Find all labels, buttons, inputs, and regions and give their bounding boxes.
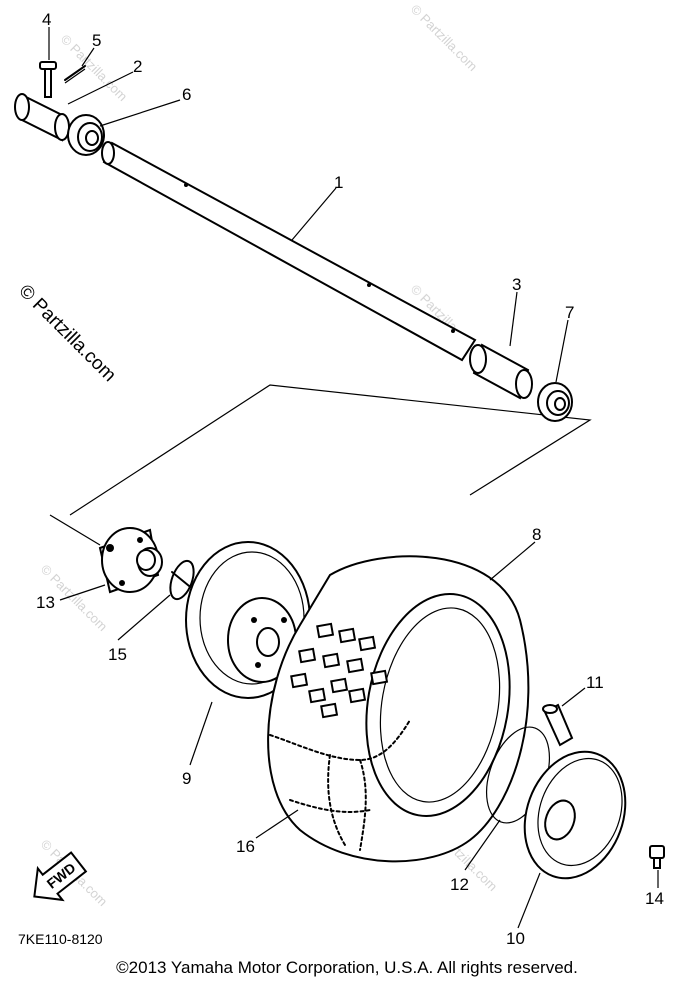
callout-9: 9 [182, 769, 191, 788]
callout-1: 1 [334, 173, 343, 192]
callout-10: 10 [506, 929, 525, 948]
callout-4: 4 [42, 10, 51, 29]
collar-part-2 [14, 93, 70, 142]
callout-11: 11 [586, 673, 604, 692]
bearing-part-7 [537, 382, 573, 422]
tire-tread-blocks [290, 622, 389, 719]
watermark-text: © Partzilla.com [408, 2, 481, 75]
callout-labels: 4 5 2 6 1 3 7 8 11 13 15 9 16 12 10 14 [36, 10, 664, 948]
callout-15: 15 [108, 645, 127, 664]
lock-pin-part-15 [169, 559, 195, 601]
diagram-code: 7KE110-8120 [18, 931, 103, 947]
assembly-boundary-line [69, 384, 592, 516]
cotter-pin-part-5 [64, 65, 86, 81]
callout-6: 6 [182, 85, 191, 104]
bolt-part-4 [39, 61, 57, 98]
valve-part-11 [542, 703, 574, 747]
callout-13: 13 [36, 593, 55, 612]
bolt-part-14 [649, 845, 665, 869]
bearing-part-6 [67, 114, 105, 156]
collar-part-3 [469, 343, 533, 400]
hub-part-13 [98, 527, 163, 594]
callout-16: 16 [236, 837, 255, 856]
callout-8: 8 [532, 525, 541, 544]
callout-2: 2 [133, 57, 142, 76]
leader-lines [48, 27, 659, 929]
callout-12: 12 [450, 875, 469, 894]
watermark-large: © Partzilla.com [14, 281, 119, 386]
tire-part-8 [267, 555, 530, 863]
callout-3: 3 [512, 275, 521, 294]
axle-shaft-part-1 [101, 141, 477, 362]
wheel-inner-part-9 [185, 541, 311, 699]
copyright-notice: ©2013 Yamaha Motor Corporation, U.S.A. A… [116, 958, 578, 977]
callout-5: 5 [92, 31, 101, 50]
callout-14: 14 [645, 889, 664, 908]
wheel-outer-part-10 [523, 750, 627, 880]
assembly-boundary-line [49, 514, 101, 546]
tire-chain-part-16 [269, 719, 411, 851]
callout-7: 7 [565, 303, 574, 322]
